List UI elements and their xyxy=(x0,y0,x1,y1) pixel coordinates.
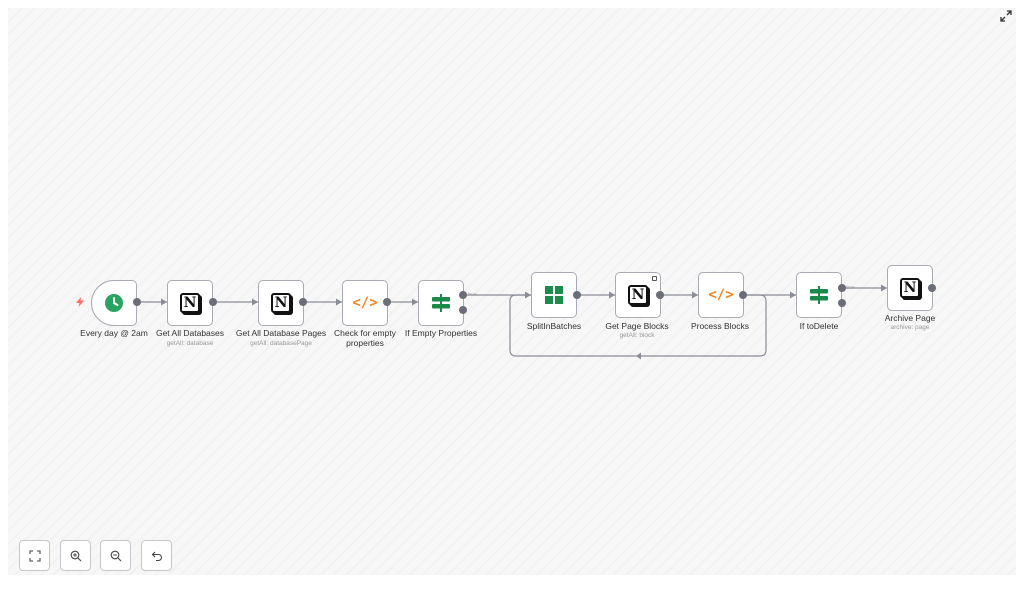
output-handle[interactable] xyxy=(133,298,141,306)
node-get-page-blocks[interactable]: N xyxy=(615,272,661,318)
node-if-to-delete[interactable] xyxy=(796,272,842,318)
output-handle[interactable] xyxy=(928,284,936,292)
node-check-empty-properties[interactable]: </> xyxy=(342,280,388,326)
node-label: Process Blocks xyxy=(690,321,750,331)
false-output-handle[interactable] xyxy=(459,306,467,314)
output-handle[interactable] xyxy=(573,291,581,299)
node-label: SplitInBatches xyxy=(526,321,582,331)
expand-icon[interactable] xyxy=(999,9,1013,23)
node-subtitle: archive: page xyxy=(890,324,930,331)
notion-icon: N xyxy=(628,285,648,305)
code-icon: </> xyxy=(708,287,734,303)
trigger-bolt-icon xyxy=(76,297,84,307)
edge-label-true: true xyxy=(846,285,855,291)
node-if-empty-properties[interactable] xyxy=(418,280,464,326)
notion-icon: N xyxy=(271,293,291,313)
execute-once-icon xyxy=(652,276,657,281)
node-get-all-databases[interactable]: N xyxy=(167,280,213,326)
code-icon: </> xyxy=(352,295,378,311)
workflow-canvas[interactable] xyxy=(8,8,1016,575)
notion-icon: N xyxy=(180,293,200,313)
output-handle[interactable] xyxy=(383,298,391,306)
true-output-handle[interactable] xyxy=(838,284,846,292)
zoom-in-icon xyxy=(70,550,81,561)
output-handle[interactable] xyxy=(739,291,747,299)
node-label: Get All Databases xyxy=(155,328,225,338)
false-output-handle[interactable] xyxy=(838,299,846,307)
if-icon xyxy=(810,286,828,304)
if-icon xyxy=(432,294,450,312)
node-label: Get Page Blocks xyxy=(605,321,669,331)
node-subtitle: getAll: block xyxy=(619,332,655,339)
true-output-handle[interactable] xyxy=(459,291,467,299)
node-label: If toDelete xyxy=(799,321,839,331)
node-label: Check for empty properties xyxy=(334,328,396,348)
output-handle[interactable] xyxy=(656,291,664,299)
node-subtitle: getAll: databasePage xyxy=(250,340,312,347)
node-label: Get All Database Pages xyxy=(235,328,327,338)
fit-view-icon xyxy=(28,549,41,562)
zoom-out-button[interactable] xyxy=(100,540,131,571)
node-archive-page[interactable]: N xyxy=(887,265,933,311)
node-label: If Empty Properties xyxy=(404,328,478,338)
node-label: Every day @ 2am xyxy=(80,328,148,338)
node-get-all-database-pages[interactable]: N xyxy=(258,280,304,326)
node-split-in-batches[interactable] xyxy=(531,272,577,318)
grid-icon xyxy=(545,286,563,304)
fit-view-button[interactable] xyxy=(19,540,50,571)
node-subtitle: getAll: database xyxy=(166,340,214,347)
zoom-in-button[interactable] xyxy=(60,540,91,571)
output-handle[interactable] xyxy=(209,298,217,306)
node-every-day-trigger[interactable] xyxy=(91,280,137,326)
node-process-blocks[interactable]: </> xyxy=(698,272,744,318)
undo-icon xyxy=(151,551,162,561)
reset-zoom-button[interactable] xyxy=(141,540,172,571)
edge-label-true: true xyxy=(468,292,477,298)
output-handle[interactable] xyxy=(299,298,307,306)
clock-icon xyxy=(105,294,123,312)
node-label: Archive Page xyxy=(884,313,936,323)
notion-icon: N xyxy=(900,278,920,298)
zoom-out-icon xyxy=(110,550,121,561)
